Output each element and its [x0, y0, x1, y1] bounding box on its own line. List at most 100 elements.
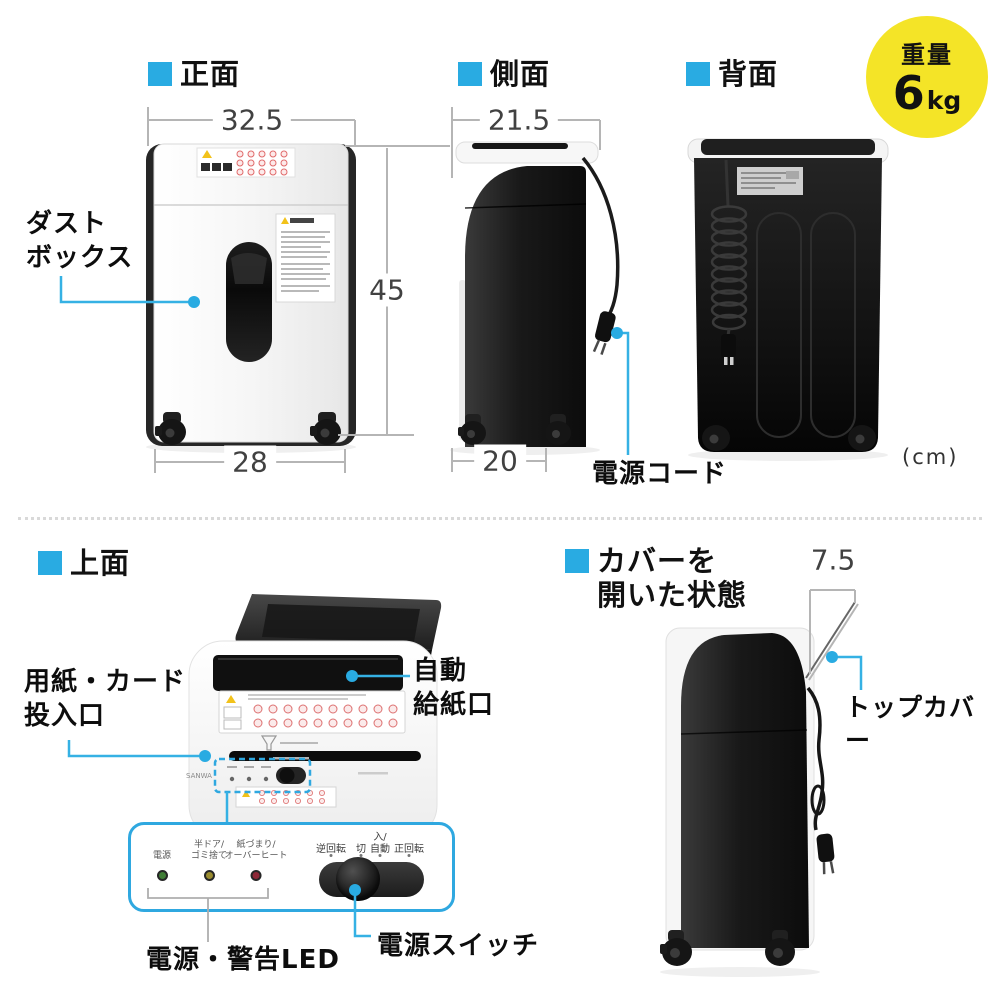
cover-open-view-photo	[660, 601, 859, 977]
leader-dust-box	[59, 276, 190, 304]
leader-dots	[188, 296, 838, 762]
weight-badge-label: 重量	[901, 40, 953, 69]
leader-dot-auto-feed	[346, 670, 358, 682]
callout-led: 電源・警告LED	[146, 945, 340, 975]
callout-power-cord: 電源コード	[592, 459, 728, 489]
side-body	[465, 166, 586, 447]
dim-depth-top: 21.5	[479, 103, 559, 137]
dim-depth-bottom: 20	[474, 444, 526, 478]
leader-power-cord	[617, 331, 630, 455]
switch-position-dot	[378, 854, 382, 857]
side-seam	[464, 203, 587, 209]
section-marker-icon	[565, 549, 589, 573]
section-title-back-text: 背面	[718, 57, 779, 91]
open-lid-blade-dark	[805, 601, 856, 679]
weight-unit: kg	[926, 85, 962, 115]
section-title-side: 側面	[458, 57, 550, 91]
led-power-group: 電源	[153, 837, 171, 881]
section-title-top: 上面	[38, 546, 130, 580]
side-caster-left	[458, 414, 486, 445]
section-title-front: 正面	[148, 57, 240, 91]
open-shadow	[660, 967, 820, 977]
front-caution-label	[275, 213, 336, 303]
section-title-side-text: 側面	[490, 57, 551, 91]
callout-auto-feed: 自動 給紙口	[413, 656, 495, 720]
open-lid-blade-light	[808, 603, 859, 681]
open-caster-left	[660, 930, 692, 966]
open-cord-loop	[810, 784, 826, 816]
section-divider	[18, 517, 982, 520]
led-door-label: 半ドア/ ゴミ捨て	[190, 839, 228, 862]
control-panel-detail: 電源 半ドア/ ゴミ捨て 紙づまり/ オーバーヒート 逆回転 切 入/ 自動 正…	[128, 822, 455, 912]
back-groove-right	[810, 212, 856, 438]
front-caster-right	[310, 412, 341, 445]
switch-label-forward: 正回転	[394, 844, 424, 855]
leader-dot-dust-box	[188, 296, 200, 308]
open-caster-right	[765, 930, 795, 966]
section-title-front-text: 正面	[180, 57, 241, 91]
dim-width-bottom: 28	[224, 445, 276, 479]
top-view-photo: SANWA	[186, 594, 442, 840]
leader-top-cover	[836, 655, 863, 690]
side-caster-right	[545, 414, 571, 445]
leader-dot-feed-slot	[199, 750, 211, 762]
led-jam-label: 紙づまり/ オーバーヒート	[224, 839, 288, 862]
door-led-icon	[203, 870, 215, 881]
open-plug	[816, 833, 835, 875]
brand-logo: SANWA	[186, 772, 212, 780]
callout-dust-box: ダスト ボックス	[26, 209, 134, 273]
section-marker-icon	[148, 62, 172, 86]
callout-switch: 電源スイッチ	[377, 931, 540, 961]
dim-cover-open: 7.5	[802, 543, 864, 577]
switch-label-reverse: 逆回転	[316, 844, 346, 855]
dim-height: 45	[361, 273, 413, 307]
control-area-dashed-box	[213, 757, 312, 794]
back-coiled-cord	[710, 159, 748, 337]
switch-position-dot	[407, 854, 411, 857]
section-title-back: 背面	[686, 57, 778, 91]
section-title-open: カバーを 開いた状態	[565, 544, 747, 612]
side-power-cord	[581, 156, 620, 318]
top-small-warning-label	[235, 786, 337, 808]
switch-position-dot	[359, 854, 363, 857]
leader-feed-slot	[67, 740, 199, 758]
top-paper-slit	[229, 751, 421, 761]
switch-label-off: 切	[356, 844, 366, 855]
led-door-group: 半ドア/ ゴミ捨て	[191, 837, 227, 881]
side-plug	[592, 311, 616, 355]
back-caster-left	[702, 425, 730, 451]
section-marker-icon	[686, 62, 710, 86]
dim-width-top: 32.5	[212, 103, 292, 137]
back-view-photo	[687, 138, 889, 461]
leader-dot-top-cover	[826, 651, 838, 663]
section-marker-icon	[458, 62, 482, 86]
section-marker-icon	[38, 551, 62, 575]
front-top-warning-label	[196, 147, 296, 178]
side-view-photo	[450, 141, 620, 455]
switch-position-dot	[329, 854, 333, 857]
back-groove-left	[756, 212, 802, 438]
top-insert-icon	[260, 735, 318, 751]
front-view-photo	[146, 143, 356, 453]
unit-note: (cm)	[902, 445, 959, 469]
open-body	[681, 633, 809, 948]
side-feed-slit	[472, 143, 568, 149]
led-jam-group: 紙づまり/ オーバーヒート	[224, 837, 288, 881]
front-window-paper	[231, 253, 267, 284]
weight-value: 6	[892, 65, 925, 120]
top-lid-inner	[262, 604, 420, 642]
weight-badge: 重量 6 kg	[866, 16, 988, 138]
power-led-icon	[156, 870, 168, 881]
power-switch-knob[interactable]	[336, 857, 380, 901]
side-front-edge	[459, 280, 466, 440]
back-plug	[721, 334, 736, 365]
weight-badge-value-row: 6 kg	[893, 66, 962, 120]
switch-label-auto: 入/ 自動	[370, 832, 390, 855]
callout-feed-slot: 用紙・カード 投入口	[24, 667, 187, 731]
front-caster-left	[155, 412, 186, 445]
leader-dot-power-cord	[611, 327, 623, 339]
section-title-top-text: 上面	[70, 546, 131, 580]
open-seam	[680, 729, 808, 735]
